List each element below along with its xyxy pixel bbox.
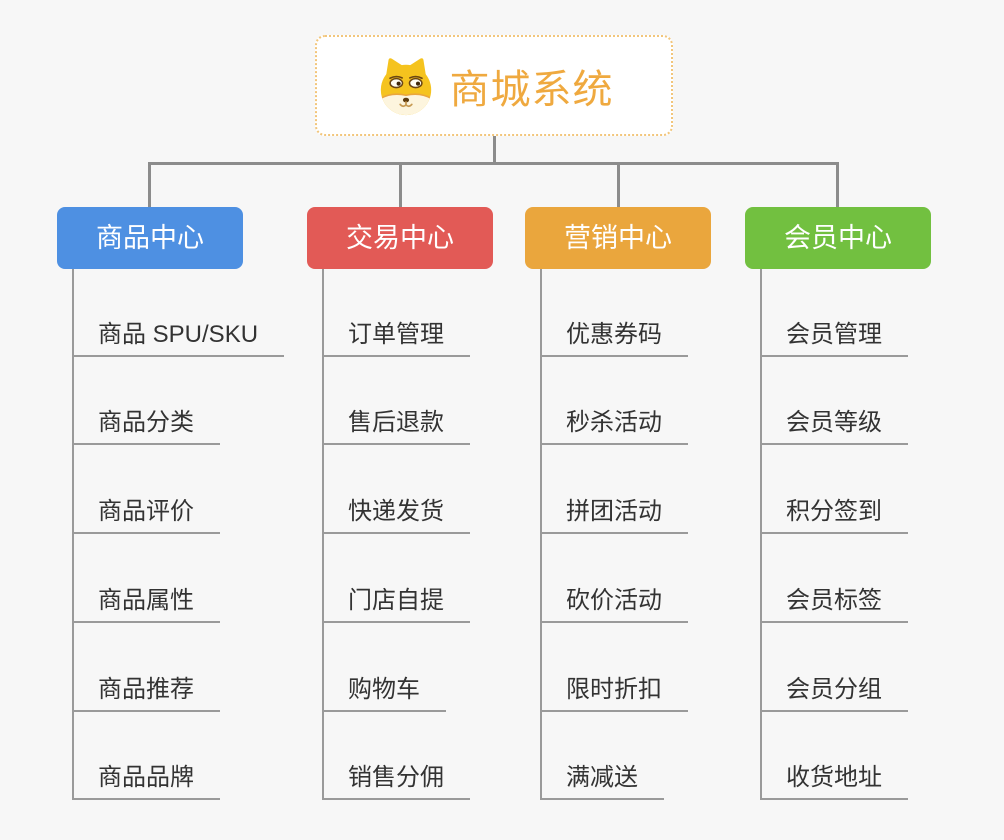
leaf-topic[interactable]: 满减送 [540,766,664,800]
connector-branch-stem [148,163,151,208]
leaf-topic[interactable]: 会员管理 [760,323,908,357]
leaf-topic[interactable]: 门店自提 [322,589,470,623]
root-node[interactable]: 商城系统 [315,35,673,136]
connector-rail [148,162,839,165]
leaf-topic[interactable]: 会员标签 [760,589,908,623]
leaf-topic[interactable]: 售后退款 [322,411,470,445]
connector-branch-stem [836,163,839,208]
root-title: 商城系统 [449,67,614,112]
leaf-topic[interactable]: 商品品牌 [72,766,220,800]
leaf-topic[interactable]: 商品属性 [72,589,220,623]
leaf-topic[interactable]: 商品推荐 [72,678,220,712]
leaf-topic[interactable]: 快递发货 [322,500,470,534]
shiba-dog-icon [380,57,431,115]
leaf-topic[interactable]: 积分签到 [760,500,908,534]
leaf-topic[interactable]: 优惠券码 [540,323,688,357]
branch-marketing-center[interactable]: 营销中心 [525,207,711,269]
leaf-topic[interactable]: 购物车 [322,678,446,712]
leaf-topic[interactable]: 秒杀活动 [540,411,688,445]
leaf-topic[interactable]: 订单管理 [322,323,470,357]
leaf-topic[interactable]: 会员分组 [760,678,908,712]
branch-product-center[interactable]: 商品中心 [57,207,243,269]
branch-trade-center[interactable]: 交易中心 [307,207,493,269]
connector-root-stem [493,135,496,164]
leaf-topic[interactable]: 商品分类 [72,411,220,445]
leaf-topic[interactable]: 销售分佣 [322,766,470,800]
branch-member-center[interactable]: 会员中心 [745,207,931,269]
leaf-topic[interactable]: 砍价活动 [540,589,688,623]
leaf-topic[interactable]: 限时折扣 [540,678,688,712]
leaf-topic[interactable]: 商品 SPU/SKU [72,323,285,357]
connector-branch-stem [617,163,620,208]
leaf-topic[interactable]: 商品评价 [72,500,220,534]
leaf-topic[interactable]: 拼团活动 [540,500,688,534]
leaf-topic[interactable]: 会员等级 [760,411,908,445]
leaf-topic[interactable]: 收货地址 [760,766,908,800]
connector-branch-stem [399,163,402,208]
